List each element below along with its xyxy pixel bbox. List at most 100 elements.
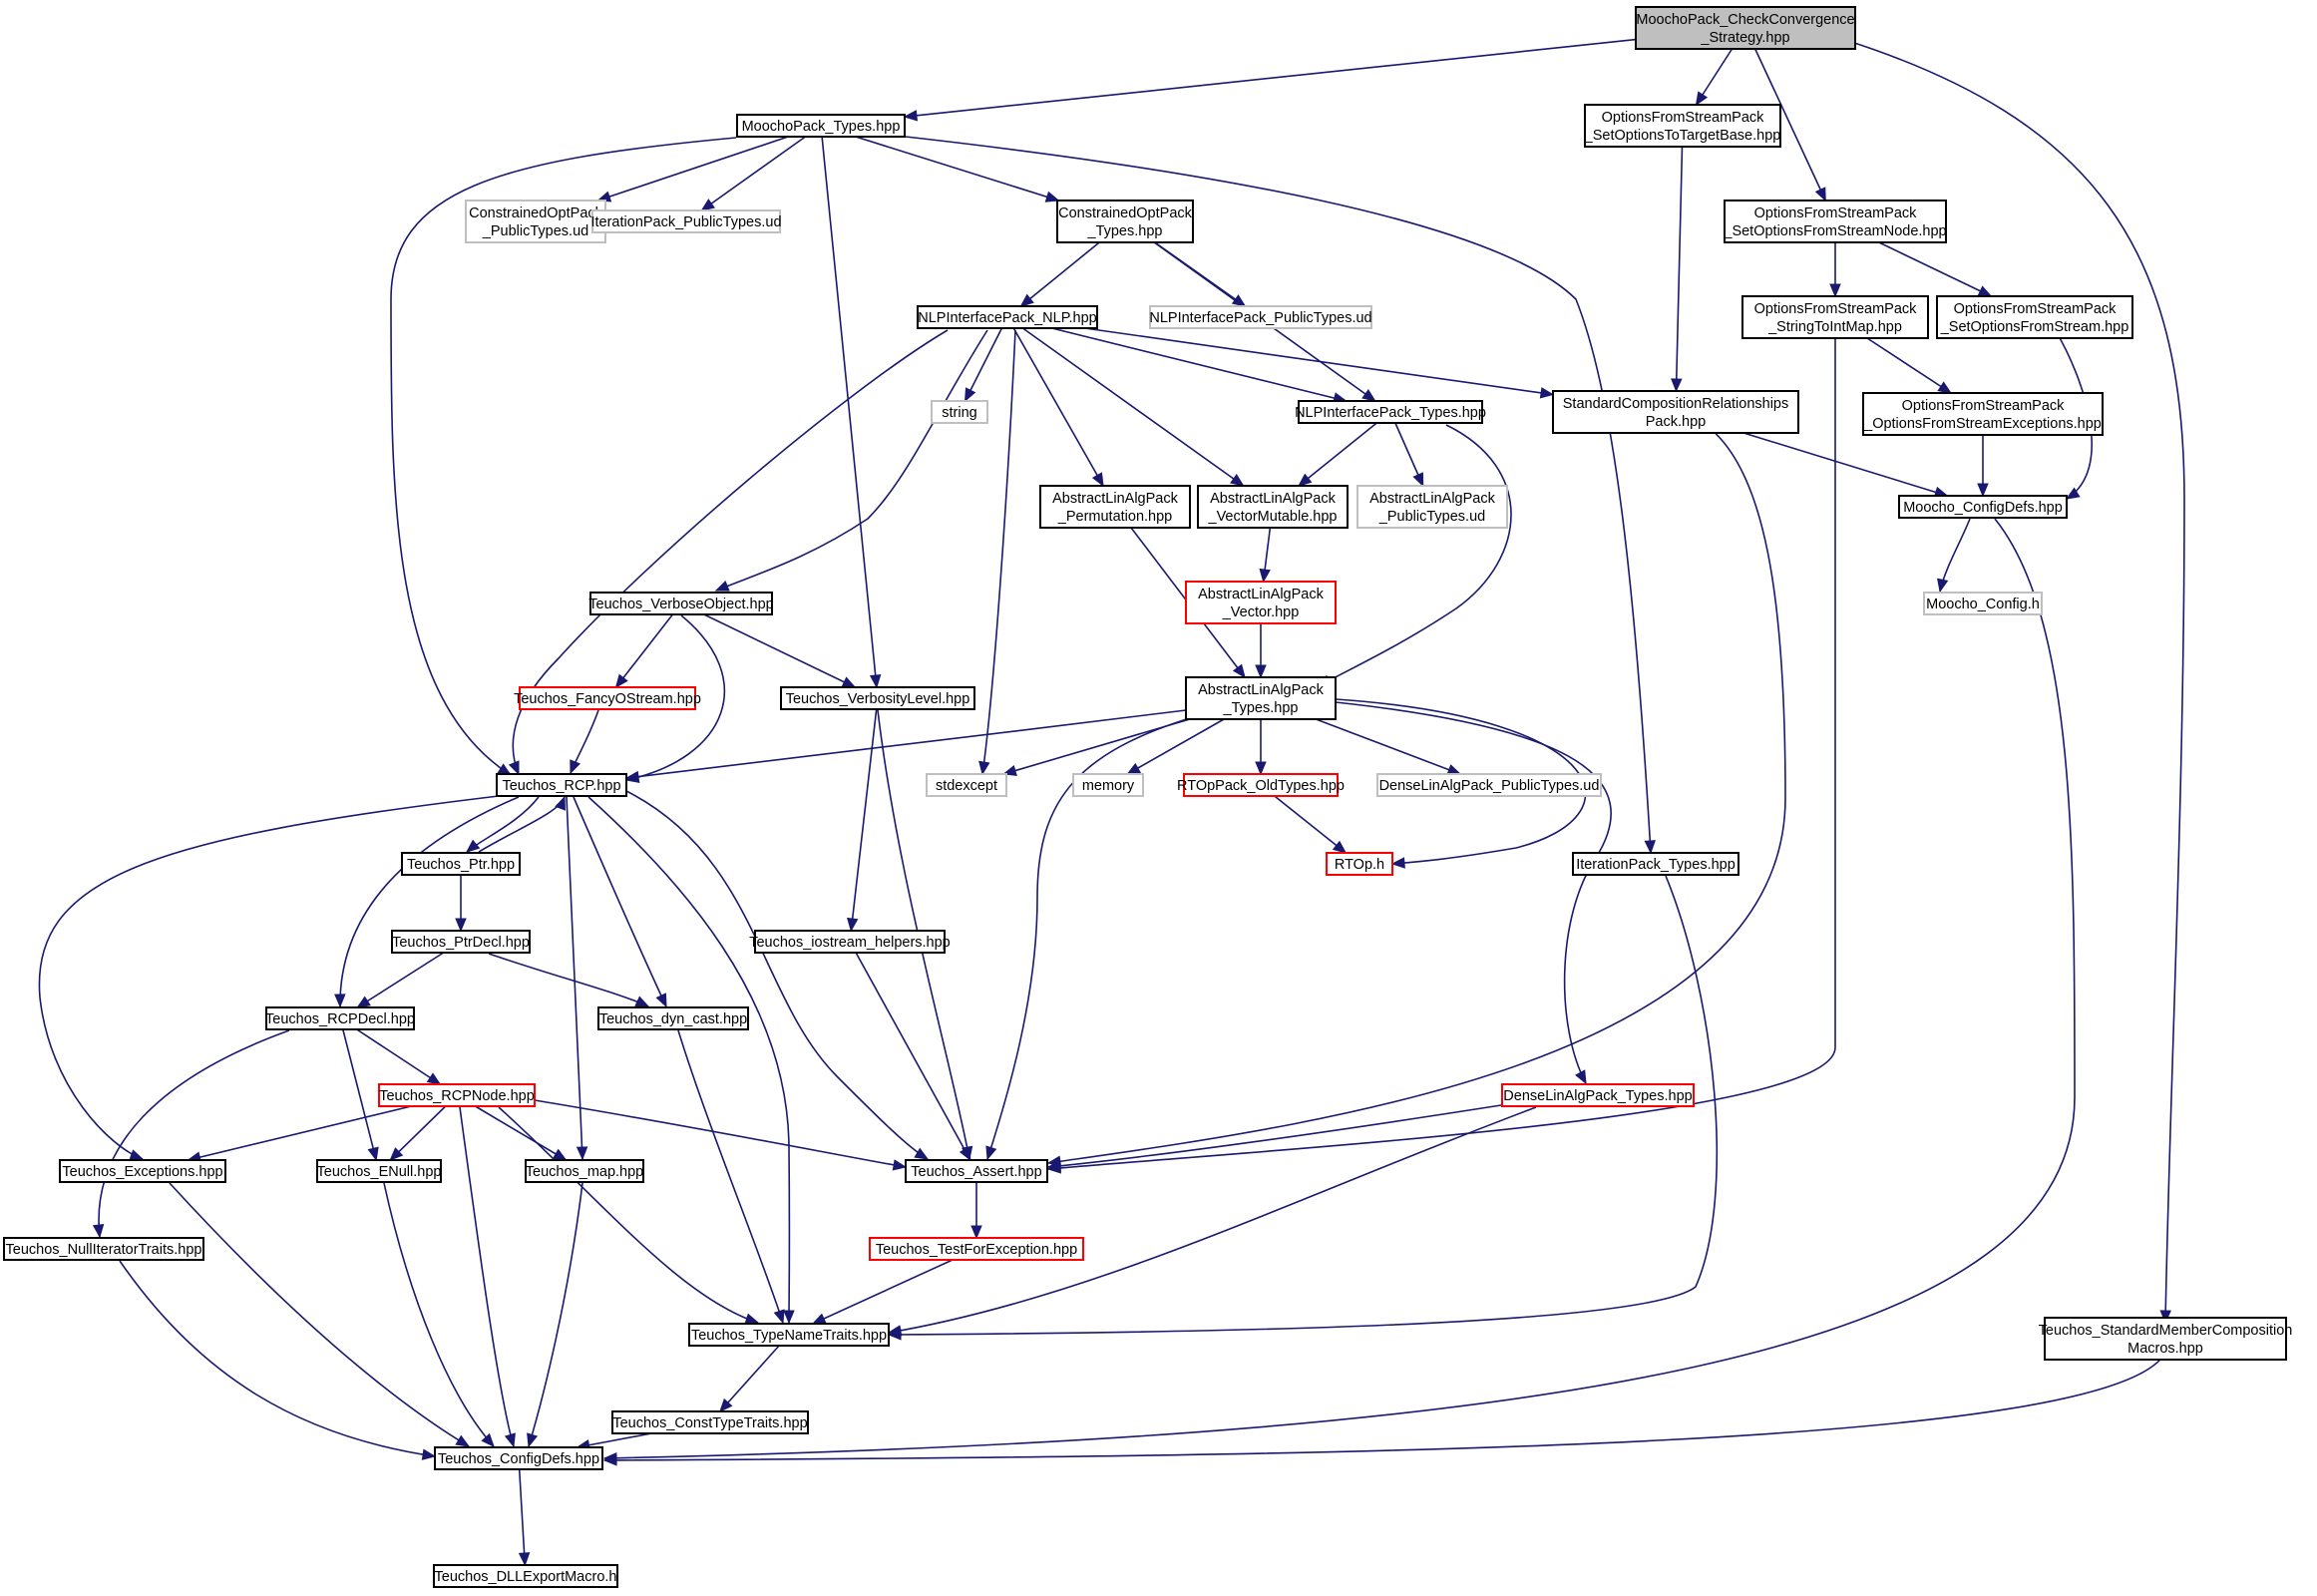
edge-nlp_nlp-to-verbose_obj xyxy=(715,329,988,592)
arrowhead-nlp_nlp-to-verbose_obj xyxy=(714,580,730,592)
node-configdefs[interactable]: Teuchos_ConfigDefs.hpp xyxy=(434,1446,603,1470)
node-root[interactable]: MoochoPack_CheckConvergence _Strategy.hpp xyxy=(1635,6,1856,50)
node-ofs_setnode[interactable]: OptionsFromStreamPack_SetOptionsFromStre… xyxy=(1723,200,1947,243)
node-fancy[interactable]: Teuchos_FancyOStream.hpp xyxy=(514,686,701,710)
node-rcp[interactable]: Teuchos_RCP.hpp xyxy=(496,773,627,797)
node-box xyxy=(434,1446,603,1470)
node-ala_types[interactable]: AbstractLinAlgPack_Types.hpp xyxy=(1185,676,1337,720)
edge-rcpnode-to-typename xyxy=(498,1106,759,1324)
node-label: ConstrainedOptPack xyxy=(469,205,603,221)
arrowhead-nlp_nlp-to-stdcomp xyxy=(1539,387,1555,399)
arrowhead-nlp_types-to-ala_pub xyxy=(1412,472,1424,488)
edge-rcpnode-to-assert xyxy=(534,1099,907,1168)
node-ofs_exceptions[interactable]: OptionsFromStreamPack_OptionsFromStreamE… xyxy=(1862,392,2104,436)
node-label: Teuchos_StandardMemberComposition xyxy=(2039,1323,2293,1339)
node-box xyxy=(1635,6,1856,50)
node-box xyxy=(1185,581,1337,624)
node-label: NLPInterfacePack_PublicTypes.ud xyxy=(1149,310,1371,326)
node-box xyxy=(1298,400,1483,424)
node-dense_types[interactable]: DenseLinAlgPack_Types.hpp xyxy=(1501,1083,1695,1107)
node-rtop_h[interactable]: RTOp.h xyxy=(1326,852,1393,876)
node-testforexc[interactable]: Teuchos_TestForException.hpp xyxy=(869,1237,1084,1261)
node-label: AbstractLinAlgPack xyxy=(1210,491,1336,507)
arrowhead-rcp-to-assert xyxy=(914,1147,930,1160)
edge-map-to-configdefs xyxy=(528,1182,583,1447)
node-rcpnode[interactable]: Teuchos_RCPNode.hpp xyxy=(378,1083,536,1107)
node-dllexport[interactable]: Teuchos_DLLExportMacro.h xyxy=(433,1564,618,1588)
arrowhead-typename-to-consttype xyxy=(719,1397,733,1412)
node-verbose_obj[interactable]: Teuchos_VerboseObject.hpp xyxy=(588,592,774,615)
arrowhead-rcp-to-map xyxy=(576,1146,588,1161)
node-ptr[interactable]: Teuchos_Ptr.hpp xyxy=(401,852,521,876)
node-map[interactable]: Teuchos_map.hpp xyxy=(525,1159,644,1183)
node-box xyxy=(433,1564,618,1588)
arrowhead-rcp-to-typename xyxy=(783,1310,795,1325)
edge-ala_types-to-assert xyxy=(986,709,1218,1160)
node-ala_pub: AbstractLinAlgPack_PublicTypes.ud xyxy=(1356,485,1508,529)
edge-dyncast-to-typename xyxy=(677,1029,784,1324)
arrowhead-rcp-to-ptr xyxy=(465,839,481,853)
node-label: _Strategy.hpp xyxy=(1700,30,1789,46)
node-nulliter[interactable]: Teuchos_NullIteratorTraits.hpp xyxy=(3,1237,204,1261)
node-typename[interactable]: Teuchos_TypeNameTraits.hpp xyxy=(688,1323,890,1347)
edge-nlp_nlp-to-ala_vecmut xyxy=(1021,327,1245,487)
node-rtop_old[interactable]: RTOpPack_OldTypes.hpp xyxy=(1177,773,1345,797)
node-ofs_settarget[interactable]: OptionsFromStreamPack_SetOptionsToTarget… xyxy=(1584,104,1781,148)
node-label: MoochoPack_CheckConvergence xyxy=(1636,12,1854,28)
node-moocho_configdefs[interactable]: Moocho_ConfigDefs.hpp xyxy=(1898,495,2068,519)
arrowhead-moochopack_types-to-constrained_types xyxy=(1044,191,1060,202)
node-label: IterationPack_PublicTypes.ud xyxy=(590,214,781,230)
node-box xyxy=(1056,200,1194,243)
arrowhead-nlp_nlp-to-ala_perm xyxy=(1091,472,1104,488)
node-box xyxy=(496,773,627,797)
node-ala_vector[interactable]: AbstractLinAlgPack_Vector.hpp xyxy=(1185,581,1337,624)
node-label: Teuchos_Ptr.hpp xyxy=(407,857,515,873)
arrowhead-ala_types-to-rtop_old xyxy=(1255,761,1267,776)
node-constrained_types[interactable]: ConstrainedOptPack_Types.hpp xyxy=(1056,200,1194,243)
node-box xyxy=(519,686,696,710)
node-ofs_setstream[interactable]: OptionsFromStreamPack _SetOptionsFromStre… xyxy=(1936,295,2133,339)
node-ptrdecl[interactable]: Teuchos_PtrDecl.hpp xyxy=(391,930,531,954)
node-exceptions[interactable]: Teuchos_Exceptions.hpp xyxy=(59,1159,226,1183)
arrowhead-ala_perm-to-ala_types xyxy=(1232,663,1246,679)
node-label: MoochoPack_Types.hpp xyxy=(742,119,901,135)
node-label: OptionsFromStreamPack xyxy=(1754,205,1918,221)
node-nlp_nlp[interactable]: NLPInterfacePack_NLP.hpp xyxy=(917,305,1098,329)
node-moochopack_types[interactable]: MoochoPack_Types.hpp xyxy=(736,114,906,138)
edge-rcp-to-dyncast xyxy=(573,796,667,1007)
node-label: DenseLinAlgPack_PublicTypes.ud xyxy=(1379,778,1600,794)
node-label: Teuchos_ENull.hpp xyxy=(317,1164,442,1180)
node-dyncast[interactable]: Teuchos_dyn_cast.hpp xyxy=(597,1006,749,1030)
node-label: Teuchos_DLLExportMacro.h xyxy=(435,1569,617,1585)
node-box xyxy=(917,305,1098,329)
arrowhead-verbose_obj-to-fancy xyxy=(614,673,628,689)
node-label: _SetOptionsFromStream.hpp xyxy=(1940,319,2129,335)
node-assert[interactable]: Teuchos_Assert.hpp xyxy=(905,1159,1048,1183)
arrowhead-rtop_old-to-rtop_h xyxy=(1332,840,1348,854)
node-iostream_helpers[interactable]: Teuchos_iostream_helpers.hpp xyxy=(749,930,951,954)
node-enull[interactable]: Teuchos_ENull.hpp xyxy=(316,1159,442,1183)
node-rcpdecl[interactable]: Teuchos_RCPDecl.hpp xyxy=(265,1006,415,1030)
node-ofs_strint[interactable]: OptionsFromStreamPack_StringToIntMap.hpp xyxy=(1741,295,1929,339)
node-iteration_types[interactable]: IterationPack_Types.hpp xyxy=(1572,852,1739,876)
node-label: Moocho_ConfigDefs.hpp xyxy=(1903,500,2063,516)
node-consttype[interactable]: Teuchos_ConstTypeTraits.hpp xyxy=(611,1410,809,1434)
arrowhead-ofs_strint-to-ofs_exceptions xyxy=(1937,381,1953,394)
node-ala_vecmut[interactable]: AbstractLinAlgPack_VectorMutable.hpp xyxy=(1197,485,1349,529)
node-nlp_types[interactable]: NLPInterfacePack_Types.hpp xyxy=(1295,400,1486,424)
node-label: OptionsFromStreamPack xyxy=(1954,301,2118,317)
node-label: NLPInterfacePack_NLP.hpp xyxy=(918,310,1097,326)
node-box xyxy=(1356,485,1508,529)
arrowhead-ala_types-to-assert xyxy=(985,1145,997,1161)
node-ala_perm[interactable]: AbstractLinAlgPack_Permutation.hpp xyxy=(1039,485,1191,529)
arrowhead-moochopack_types-to-iteration_types xyxy=(1644,840,1657,855)
node-box xyxy=(525,1159,644,1183)
node-box xyxy=(688,1323,890,1347)
node-stdmember[interactable]: Teuchos_StandardMemberCompositionMacros.… xyxy=(2039,1317,2293,1361)
node-label: Teuchos_RCPDecl.hpp xyxy=(265,1011,415,1027)
node-verbosity[interactable]: Teuchos_VerbosityLevel.hpp xyxy=(780,686,975,710)
edge-nulliter-to-configdefs xyxy=(119,1260,436,1457)
node-label: Teuchos_PtrDecl.hpp xyxy=(392,935,530,951)
